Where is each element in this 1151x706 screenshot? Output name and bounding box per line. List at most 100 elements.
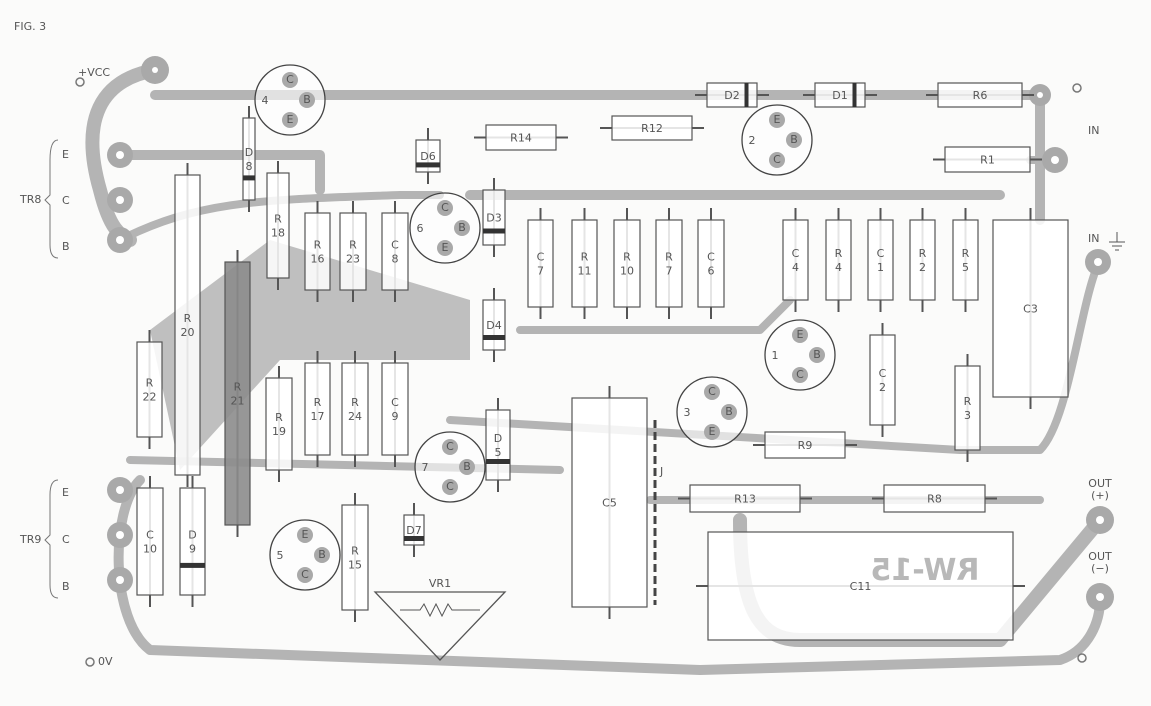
component-label: R bbox=[184, 312, 192, 325]
component-label: R13 bbox=[734, 493, 756, 506]
input-ground-label: IN bbox=[1088, 232, 1099, 245]
component-c4: C4 bbox=[782, 208, 809, 312]
component-body bbox=[341, 504, 369, 611]
transistor-pin-label: C bbox=[441, 201, 449, 214]
component-label: R bbox=[964, 395, 972, 408]
component-body bbox=[136, 487, 164, 596]
component-label: C bbox=[391, 396, 399, 409]
tr8-pin-b: B bbox=[62, 240, 70, 253]
component-body bbox=[814, 82, 866, 108]
component-label: R bbox=[835, 247, 843, 260]
component-label: R bbox=[314, 239, 322, 252]
tr8-label: TR8 bbox=[19, 193, 41, 206]
transistor-pin-label: C bbox=[286, 73, 294, 86]
tr9-pin-b: B bbox=[62, 580, 70, 593]
component-label: 2 bbox=[879, 381, 886, 394]
component-label: R bbox=[962, 247, 970, 260]
component-c11: C11 bbox=[696, 531, 1025, 641]
component-body bbox=[304, 362, 331, 456]
transistor-number: 2 bbox=[749, 134, 756, 147]
component-label: R bbox=[919, 247, 927, 260]
component-body bbox=[869, 334, 896, 426]
out-pos-label: OUT bbox=[1088, 477, 1112, 490]
transistor-number: 6 bbox=[417, 222, 424, 235]
component-d2: D2 bbox=[695, 82, 769, 108]
component-label: 10 bbox=[143, 543, 157, 556]
component-body bbox=[339, 212, 367, 291]
component-r21: R21 bbox=[224, 250, 251, 537]
component-label: D4 bbox=[486, 319, 501, 332]
component-body bbox=[764, 431, 846, 459]
component-body bbox=[613, 219, 641, 308]
component-body bbox=[266, 172, 290, 279]
component-d4: D4 bbox=[482, 288, 506, 362]
transistor-pin-label: B bbox=[303, 93, 311, 106]
component-label: R bbox=[581, 251, 589, 264]
component-label: 21 bbox=[231, 395, 245, 408]
component-label: R bbox=[349, 239, 357, 252]
input-label: IN bbox=[1088, 124, 1099, 137]
component-label: D bbox=[494, 432, 502, 445]
component-body bbox=[706, 82, 758, 108]
transistor-number: 5 bbox=[277, 549, 284, 562]
component-label: C bbox=[792, 247, 800, 260]
component-label: C bbox=[537, 251, 545, 264]
vr1-label: VR1 bbox=[429, 577, 451, 590]
component-body bbox=[485, 124, 557, 151]
component-label: R bbox=[274, 213, 282, 226]
component-label: R bbox=[275, 411, 283, 424]
component-c10: C10 bbox=[136, 476, 164, 607]
component-label: D3 bbox=[486, 212, 501, 225]
component-r7: R7 bbox=[655, 208, 683, 319]
component-r6: R6 bbox=[926, 82, 1034, 108]
component-body bbox=[527, 219, 554, 308]
component-r18: R18 bbox=[266, 161, 290, 290]
out-pos-sign: (+) bbox=[1091, 489, 1109, 502]
transistor-pin-label: C bbox=[446, 480, 454, 493]
component-body bbox=[697, 219, 725, 308]
component-r2: R2 bbox=[909, 208, 936, 312]
tr9-pin-e: E bbox=[62, 486, 69, 499]
out-neg-sign: (−) bbox=[1091, 562, 1109, 575]
component-body bbox=[485, 409, 511, 481]
transistor-pin-label: C bbox=[446, 440, 454, 453]
component-label: R bbox=[351, 545, 359, 558]
component-label: 5 bbox=[495, 446, 502, 459]
tr8-pin-c: C bbox=[62, 194, 70, 207]
component-r9: R9 bbox=[753, 431, 857, 459]
component-label: 18 bbox=[271, 227, 285, 240]
component-label: C3 bbox=[1023, 303, 1038, 316]
component-body bbox=[136, 341, 163, 438]
transistor-pin-label: E bbox=[709, 425, 716, 438]
component-r13: R13 bbox=[678, 484, 812, 513]
component-body bbox=[952, 219, 979, 301]
component-r1: R1 bbox=[933, 146, 1042, 173]
component-c7: C7 bbox=[527, 208, 554, 319]
component-label: D bbox=[245, 146, 253, 159]
component-label: C bbox=[879, 367, 887, 380]
component-r16: R16 bbox=[304, 201, 331, 302]
component-label: 2 bbox=[919, 261, 926, 274]
transistor-pin-label: C bbox=[708, 385, 716, 398]
tr8-pin-e: E bbox=[62, 148, 69, 161]
component-label: 11 bbox=[578, 265, 592, 278]
component-body bbox=[992, 219, 1069, 398]
component-c2: C2 bbox=[869, 323, 896, 437]
component-body bbox=[179, 487, 206, 596]
component-label: 7 bbox=[537, 265, 544, 278]
component-d8: D8 bbox=[242, 106, 256, 212]
component-body bbox=[909, 219, 936, 301]
component-c5: C5 bbox=[571, 386, 648, 619]
transistor-pin-label: E bbox=[302, 528, 309, 541]
component-label: R bbox=[623, 251, 631, 264]
transistor-number: 3 bbox=[684, 406, 691, 419]
component-body bbox=[937, 82, 1023, 108]
component-r23: R23 bbox=[339, 201, 367, 302]
component-d3: D3 bbox=[482, 178, 506, 257]
component-body bbox=[571, 219, 598, 308]
component-r12: R12 bbox=[600, 115, 704, 141]
component-body bbox=[782, 219, 809, 301]
component-label: 6 bbox=[708, 265, 715, 278]
